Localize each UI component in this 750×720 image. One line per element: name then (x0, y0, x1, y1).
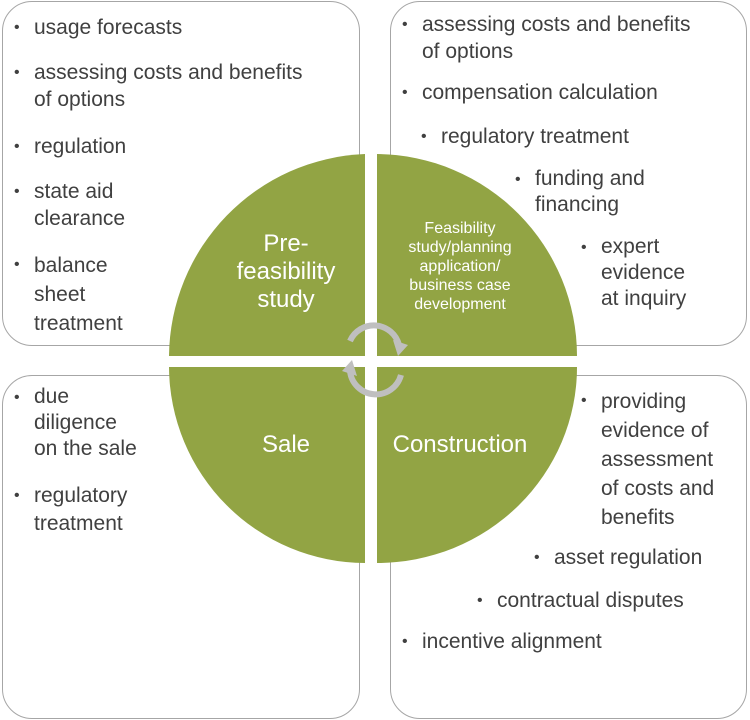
feasibility-label: Feasibility study/planning application/ … (408, 220, 512, 313)
bullet-icon: • (402, 84, 408, 101)
feasibility-item: • compensation calculation (402, 81, 658, 104)
bullet-icon: • (581, 239, 587, 256)
feasibility-item: • expert evidence at inquiry (581, 235, 687, 310)
cycle-arrowheads (342, 340, 408, 376)
bullet-icon: • (402, 633, 408, 650)
quadrant-pre-feasibility (169, 154, 365, 356)
feasibility-item: • funding and financing (515, 167, 645, 216)
pre-feasibility-item: • usage forecasts (14, 16, 183, 39)
sale-item: • regulatory treatment (14, 484, 128, 535)
quadrant-sale (169, 367, 365, 563)
pre-feasibility-item: • regulation (14, 135, 127, 158)
bullet-icon: • (402, 16, 408, 33)
construction-item: • contractual disputes (477, 589, 684, 612)
bullet-icon: • (581, 392, 587, 409)
construction-item: • asset regulation (534, 546, 703, 569)
feasibility-item: • assessing costs and benefits of option… (402, 13, 691, 63)
bullet-icon: • (14, 138, 20, 155)
bullet-icon: • (515, 171, 521, 188)
bullet-icon: • (14, 256, 20, 273)
bullet-icon: • (14, 183, 20, 200)
bullet-icon: • (421, 128, 427, 145)
bullet-icon: • (534, 549, 540, 566)
pre-feasibility-item: • assessing costs and benefits of option… (14, 61, 303, 111)
quadrant-construction (377, 367, 577, 563)
pre-feasibility-item: • balance sheet treatment (14, 251, 123, 338)
sale-label: Sale (261, 431, 311, 458)
pre-feasibility-label: Pre- feasibility study (236, 230, 336, 313)
wheel-quadrants (169, 154, 577, 563)
cycle-icon (347, 322, 404, 398)
bullet-icon: • (14, 19, 20, 36)
feasibility-item: • regulatory treatment (421, 125, 629, 148)
bullet-icon: • (14, 64, 20, 81)
construction-item: • providing evidence of assessment of co… (581, 387, 714, 532)
pre-feasibility-item: • state aid clearance (14, 180, 126, 230)
bullet-icon: • (14, 487, 20, 504)
construction-item: • incentive alignment (402, 630, 602, 653)
quadrant-feasibility (377, 154, 577, 356)
construction-label: Construction (392, 431, 528, 458)
bullet-icon: • (14, 389, 20, 406)
bullet-icon: • (477, 592, 483, 609)
sale-item: • due diligence on the sale (14, 385, 137, 460)
